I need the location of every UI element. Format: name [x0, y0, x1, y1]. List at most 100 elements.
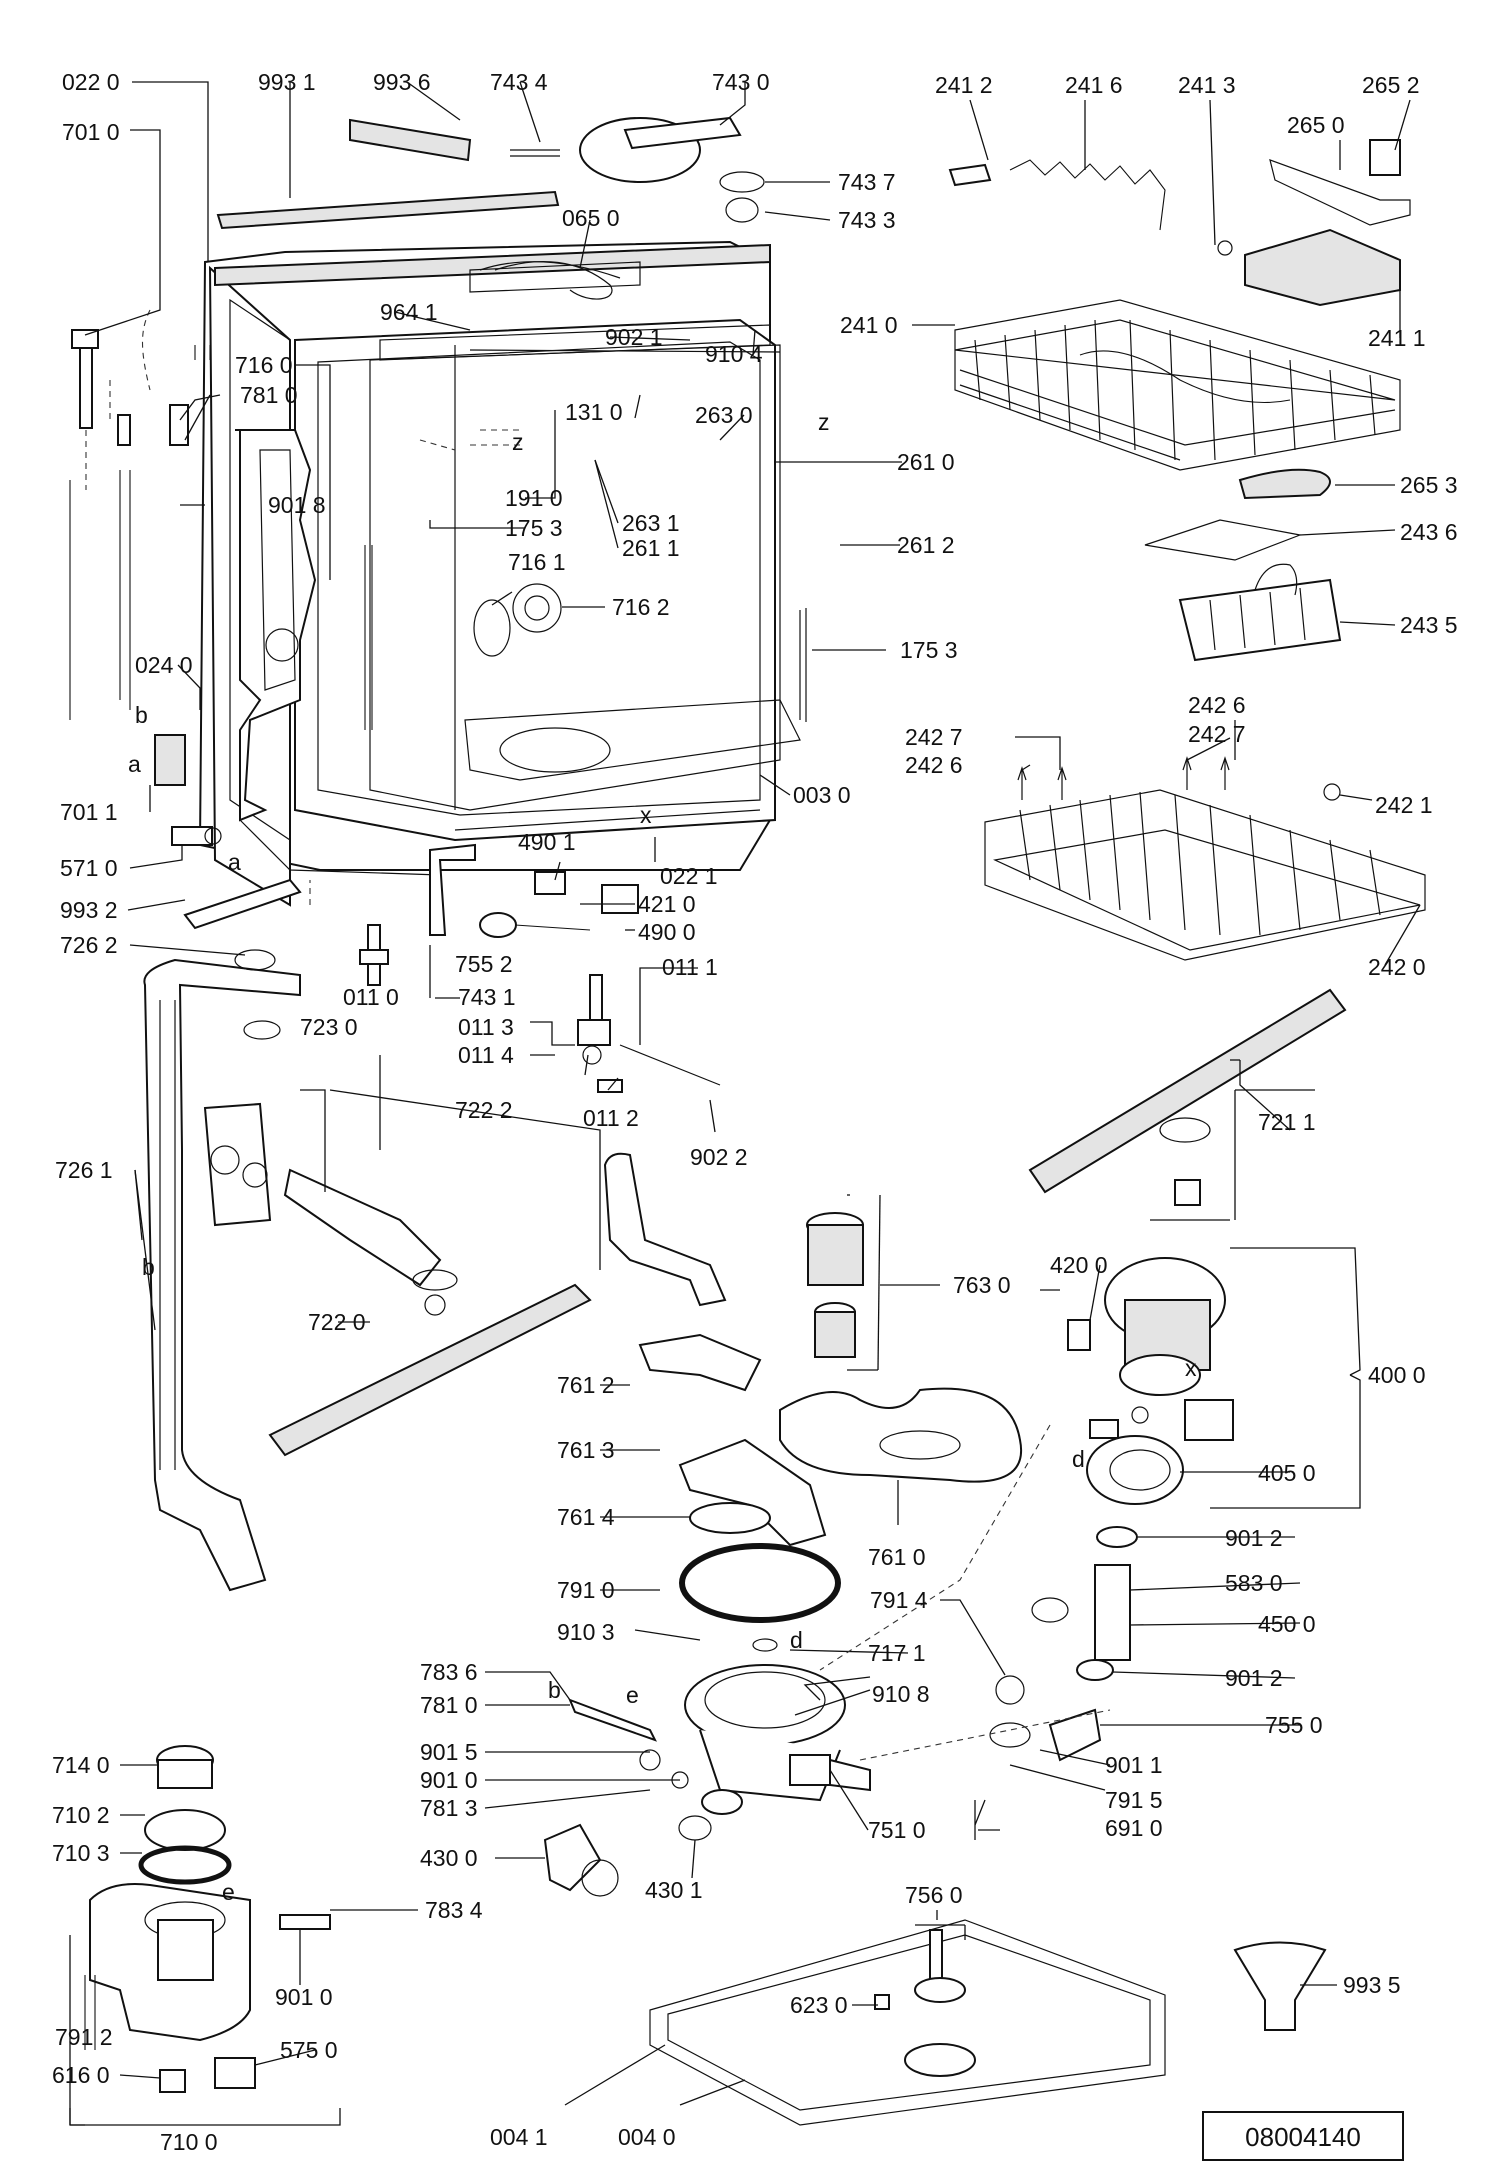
insulation-strip-drawing — [349, 118, 472, 162]
callout-2611: 261 1 — [622, 535, 680, 561]
callout-4000: 400 0 — [1368, 1362, 1426, 1388]
callout-7612: 761 2 — [557, 1372, 615, 1398]
callout-0040: 004 0 — [618, 2124, 676, 2150]
funnel-drawing — [1233, 1941, 1327, 2031]
callout-0240: 024 0 — [135, 652, 193, 678]
spray-arm-carrier-drawing — [638, 1333, 762, 1392]
callout-7222: 722 2 — [455, 1097, 513, 1123]
callout-4500: 450 0 — [1258, 1611, 1316, 1637]
wrench-drawing — [183, 878, 302, 930]
callout-9018: 901 8 — [268, 492, 326, 518]
letter-mark-d2: d — [790, 1627, 803, 1653]
microfilter-drawing — [779, 1387, 1023, 1483]
callout-0110: 011 0 — [343, 984, 399, 1010]
callout-7910: 791 0 — [557, 1577, 615, 1603]
callout-2426a: 242 6 — [905, 752, 963, 778]
base-frame-drawing — [649, 1919, 1166, 2126]
tub-cabinet-drawing — [194, 240, 807, 907]
callout-7510: 751 0 — [868, 1817, 926, 1843]
filter-drawing — [806, 1212, 864, 1358]
sump-cover-drawing — [678, 1438, 827, 1547]
callout-0111: 011 1 — [662, 954, 718, 980]
duct-drawing — [429, 843, 476, 936]
screw-drawing — [1217, 240, 1233, 256]
callout-7552: 755 2 — [455, 951, 513, 977]
clip-drawing — [154, 734, 186, 786]
callout-0113: 011 3 — [458, 1014, 514, 1040]
circulation-pipe-drawing — [143, 958, 301, 1592]
callout-2436: 243 6 — [1400, 519, 1458, 545]
callout-2652: 265 2 — [1362, 72, 1420, 98]
lower-basket-drawing — [984, 756, 1426, 961]
callout-7810a: 781 0 — [240, 382, 298, 408]
callout-4300: 430 0 — [420, 1845, 478, 1871]
callout-9015: 901 5 — [420, 1739, 478, 1765]
callout-4050: 405 0 — [1258, 1460, 1316, 1486]
callout-2411: 241 1 — [1368, 325, 1426, 351]
heater-drawing — [479, 871, 639, 938]
callout-9931: 993 1 — [258, 69, 316, 95]
callout-1310: 131 0 — [565, 399, 623, 425]
callout-4901: 490 1 — [518, 829, 576, 855]
leveling-foot-drawing — [359, 924, 721, 1093]
callout-9103: 910 3 — [557, 1619, 615, 1645]
callout-0112: 011 2 — [583, 1105, 639, 1131]
callout-9010b: 901 0 — [275, 1984, 333, 2010]
letter-mark-z1: z — [512, 429, 524, 455]
callout-0114: 011 4 — [458, 1042, 514, 1068]
callout-7560: 756 0 — [905, 1882, 963, 1908]
callout-2412: 241 2 — [935, 72, 993, 98]
callout-7161: 716 1 — [508, 549, 566, 575]
callout-7140: 714 0 — [52, 1752, 110, 1778]
callout-0030: 003 0 — [793, 782, 851, 808]
callout-2650: 265 0 — [1287, 112, 1345, 138]
callout-4301: 430 1 — [645, 1877, 703, 1903]
callout-7614: 761 4 — [557, 1504, 615, 1530]
callout-2612: 261 2 — [897, 532, 955, 558]
callout-7171: 717 1 — [868, 1640, 926, 1666]
reference-box: 08004140 — [1202, 2111, 1404, 2161]
spring-wire-drawing — [1009, 159, 1166, 231]
sump-gasket-drawing — [679, 1543, 841, 1623]
callout-7610: 761 0 — [868, 1544, 926, 1570]
callout-labels: 022 0 993 1 993 6 743 4 743 0 743 7 743 … — [52, 69, 1458, 2155]
callout-7103: 710 3 — [52, 1840, 110, 1866]
upper-basket-drawing — [954, 299, 1401, 471]
pump-housing-drawing — [1086, 1419, 1184, 1505]
callout-6160: 616 0 — [52, 2062, 110, 2088]
callout-9011: 901 1 — [1105, 1752, 1163, 1778]
lower-pipe-drawing — [603, 1152, 727, 1307]
callout-9022: 902 2 — [690, 1144, 748, 1170]
callout-5750: 575 0 — [280, 2037, 338, 2063]
callout-2421: 242 1 — [1375, 792, 1433, 818]
hose-drawing — [989, 1526, 1138, 1762]
letter-mark-a2: a — [128, 751, 141, 777]
letter-mark-b3: b — [142, 1254, 155, 1280]
rail-bracket-drawing — [1269, 159, 1411, 226]
callout-9104: 910 4 — [705, 341, 763, 367]
callout-7813: 781 3 — [420, 1795, 478, 1821]
callout-7836: 783 6 — [420, 1659, 478, 1685]
callout-4200: 420 0 — [1050, 1252, 1108, 1278]
callout-2416: 241 6 — [1065, 72, 1123, 98]
callout-7630: 763 0 — [953, 1272, 1011, 1298]
callout-2426b: 242 6 — [1188, 692, 1246, 718]
callout-7550: 755 0 — [1265, 1712, 1323, 1738]
callout-7160: 716 0 — [235, 352, 293, 378]
upper-distributor-drawing — [203, 1102, 458, 1316]
callout-2420: 242 0 — [1368, 954, 1426, 980]
vent-assembly-drawing — [510, 116, 765, 223]
callout-7211: 721 1 — [1258, 1109, 1316, 1135]
callout-9641: 964 1 — [380, 299, 438, 325]
callout-2410: 241 0 — [840, 312, 898, 338]
callout-7810b: 781 0 — [420, 1692, 478, 1718]
callout-7011: 701 1 — [60, 799, 118, 825]
callout-2427b: 242 7 — [1188, 721, 1246, 747]
callout-7262: 726 2 — [60, 932, 118, 958]
softener-gasket-drawing — [138, 1845, 232, 1885]
callout-9935: 993 5 — [1343, 1972, 1401, 1998]
cutlery-basket-drawing — [1178, 563, 1342, 662]
rail-stop-drawing — [1369, 139, 1401, 176]
callout-7230: 723 0 — [300, 1014, 358, 1040]
